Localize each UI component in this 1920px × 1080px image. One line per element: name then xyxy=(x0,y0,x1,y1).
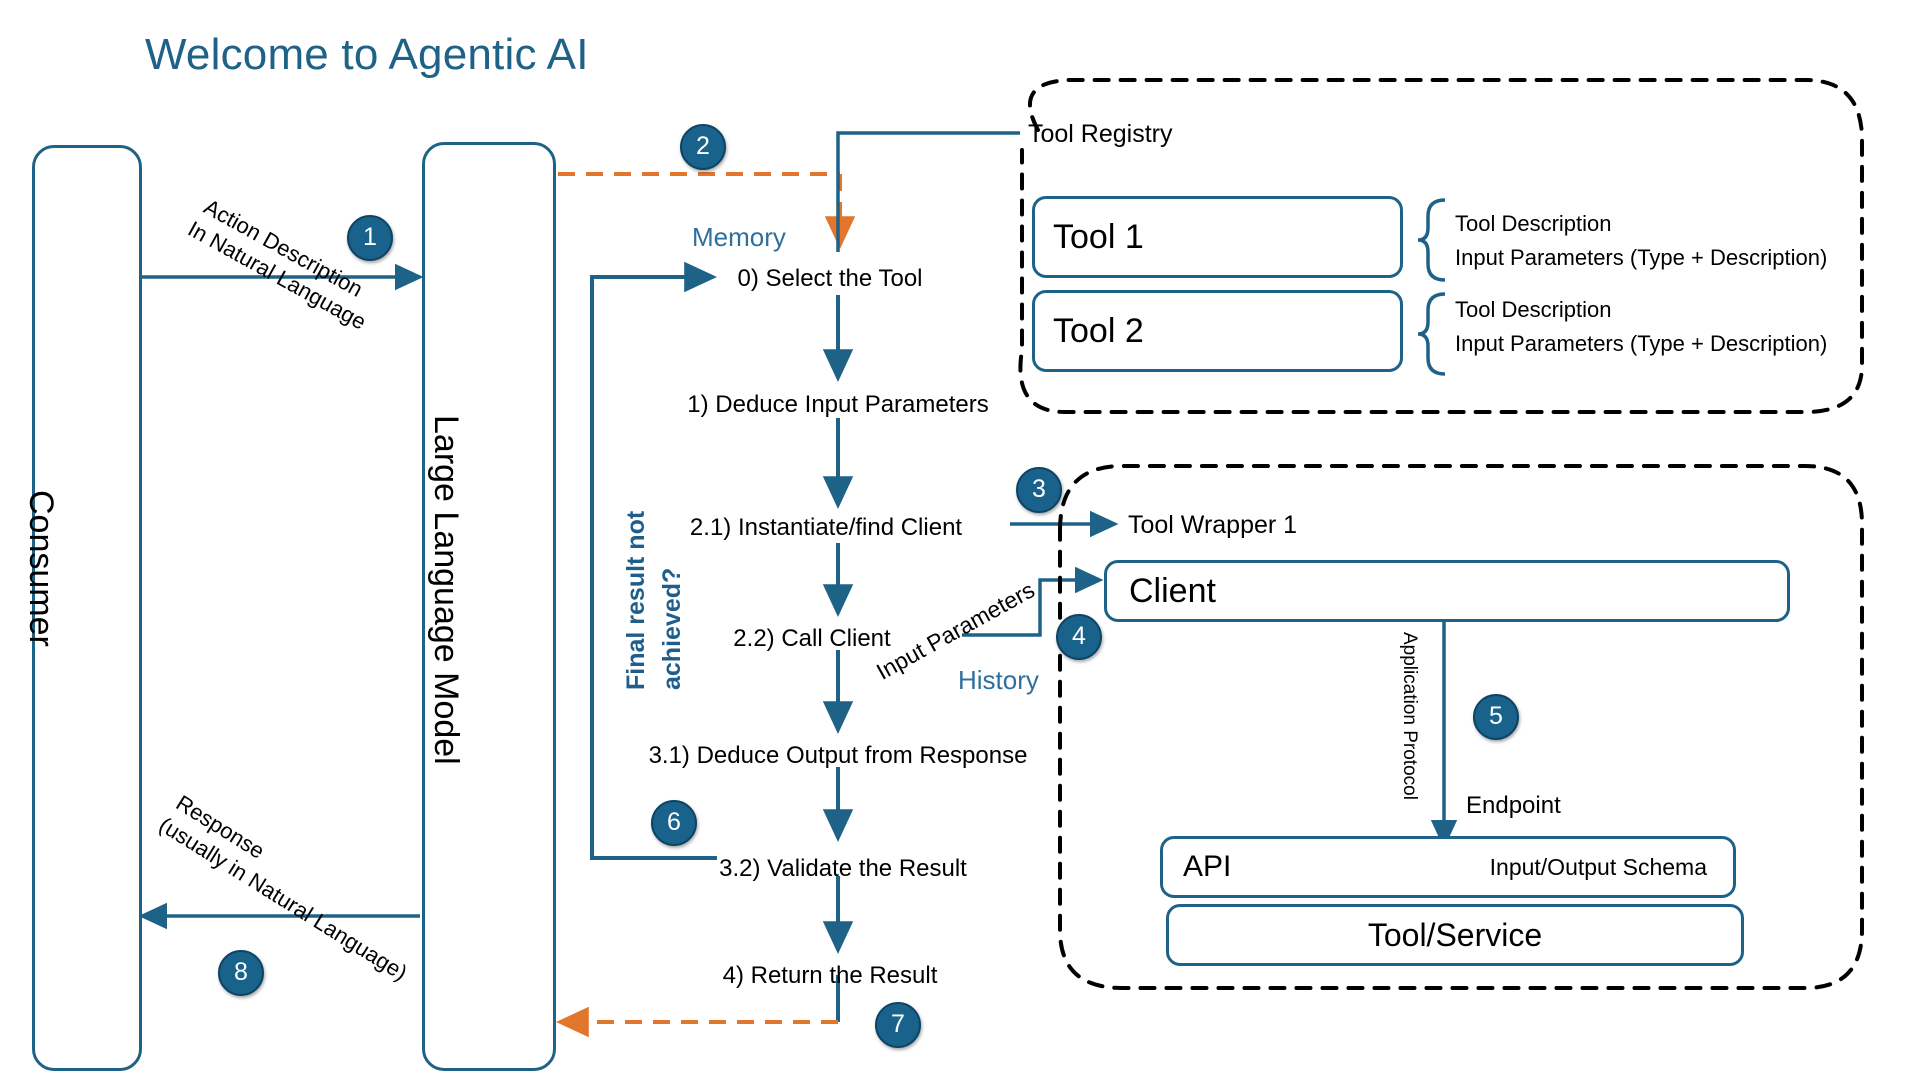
page-title: Welcome to Agentic AI xyxy=(145,30,589,79)
step-marker-8: 8 xyxy=(218,950,264,996)
tool-2-description: Tool Description xyxy=(1455,297,1612,322)
step-return-result: 4) Return the Result xyxy=(722,962,938,989)
line-registry-hook xyxy=(836,131,1020,252)
application-protocol-label: Application Protocol xyxy=(1399,632,1420,800)
tool-service-label: Tool/Service xyxy=(1367,916,1543,953)
tool-2-name: Tool 2 xyxy=(1053,311,1144,350)
api-label: API xyxy=(1183,850,1232,883)
api-schema-label: Input/Output Schema xyxy=(1489,853,1707,880)
lane-consumer-label: Consumer xyxy=(22,490,60,647)
tool-1-name: Tool 1 xyxy=(1053,217,1144,256)
endpoint-label: Endpoint xyxy=(1466,792,1561,819)
step-marker-7: 7 xyxy=(875,1002,921,1048)
tool-box-1[interactable]: Tool 1 xyxy=(1032,196,1403,278)
step-call-client: 2.2) Call Client xyxy=(733,625,891,652)
tool-1-input-parameters: Input Parameters (Type + Description) xyxy=(1455,245,1828,270)
tool-2-input-parameters: Input Parameters (Type + Description) xyxy=(1455,331,1828,356)
tool-box-2[interactable]: Tool 2 xyxy=(1032,290,1403,372)
step-marker-4: 4 xyxy=(1056,614,1102,660)
arrow-retry-loop xyxy=(590,261,718,860)
tool-wrapper-container xyxy=(1058,464,1864,990)
tool-service-box[interactable]: Tool/Service xyxy=(1166,904,1744,966)
brace-tool-2 xyxy=(1417,292,1446,376)
tool-registry-container xyxy=(1018,78,1864,414)
step-deduce-output: 3.1) Deduce Output from Response xyxy=(648,742,1028,769)
step-validate-result: 3.2) Validate the Result xyxy=(719,855,967,882)
step-marker-5: 5 xyxy=(1473,694,1519,740)
step-marker-3: 3 xyxy=(1016,467,1062,513)
lane-consumer xyxy=(32,145,142,1071)
step-marker-6: 6 xyxy=(651,800,697,846)
api-box[interactable]: API Input/Output Schema xyxy=(1160,836,1736,898)
tool-1-description: Tool Description xyxy=(1455,211,1612,236)
memory-label: Memory xyxy=(692,222,786,252)
retry-loop-label-line1: Final result not xyxy=(622,510,650,690)
arrow-call-client xyxy=(962,566,1104,637)
step-instantiate-client: 2.1) Instantiate/find Client xyxy=(689,514,963,541)
lane-llm xyxy=(422,142,556,1071)
client-box[interactable]: Client xyxy=(1104,560,1790,622)
tool-registry-title: Tool Registry xyxy=(1028,120,1173,148)
brace-tool-1 xyxy=(1417,198,1446,282)
step-select-tool: 0) Select the Tool xyxy=(737,265,923,292)
step-marker-1: 1 xyxy=(347,215,393,261)
tool-wrapper-title: Tool Wrapper 1 xyxy=(1128,511,1298,539)
client-label: Client xyxy=(1129,571,1216,610)
lane-llm-label: Large Language Model xyxy=(427,415,465,765)
step-deduce-inputs: 1) Deduce Input Parameters xyxy=(687,391,989,418)
history-label: History xyxy=(958,665,1039,695)
retry-loop-label-line2: achieved? xyxy=(658,567,686,690)
step-marker-2: 2 xyxy=(680,124,726,170)
